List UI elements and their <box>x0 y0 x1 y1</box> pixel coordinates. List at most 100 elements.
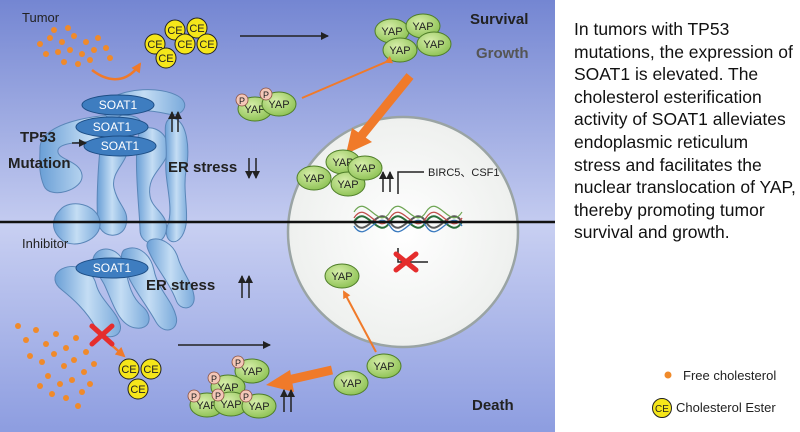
phosphate-group: P <box>239 389 253 403</box>
tumor-label: Tumor <box>22 10 60 25</box>
cholesterol-ester: CE <box>196 33 218 55</box>
svg-text:P: P <box>215 391 221 401</box>
yap-protein: YAP <box>296 165 332 191</box>
phosphate-group: P <box>207 371 221 385</box>
svg-text:YAP: YAP <box>268 99 289 111</box>
decrease-arrows-er-stress <box>245 158 260 179</box>
svg-text:CE: CE <box>177 39 192 51</box>
soat1-label: SOAT1 <box>93 261 132 275</box>
svg-text:P: P <box>263 90 269 100</box>
svg-text:YAP: YAP <box>337 179 358 191</box>
svg-text:P: P <box>243 392 249 402</box>
tp53-label: TP53 <box>20 129 56 146</box>
soat1-protein: SOAT1 <box>81 94 155 116</box>
svg-text:P: P <box>235 358 241 368</box>
phosphate-group: P <box>187 389 201 403</box>
cholesterol-ester: CE <box>144 33 166 55</box>
svg-text:YAP: YAP <box>412 21 433 33</box>
gene-targets-label: BIRC5、CSF1 <box>428 167 500 179</box>
svg-text:CE: CE <box>189 23 204 35</box>
cholesterol-ester-cluster-bottom: CE CE CE <box>118 358 162 400</box>
svg-text:YAP: YAP <box>381 26 402 38</box>
svg-text:YAP: YAP <box>373 361 394 373</box>
svg-text:YAP: YAP <box>241 366 262 378</box>
svg-text:YAP: YAP <box>340 378 361 390</box>
cholesterol-ester: CE <box>155 47 177 69</box>
yap-protein: YAP <box>416 31 452 57</box>
svg-text:YAP: YAP <box>389 45 410 57</box>
svg-text:CE: CE <box>655 404 669 415</box>
cholesterol-ester-legend-label: Cholesterol Ester <box>676 400 776 415</box>
svg-text:CE: CE <box>167 25 182 37</box>
yap-protein: YAP <box>366 353 402 379</box>
inhibition-cross-nucleus <box>393 251 419 273</box>
phospho-yap-top: YAP YAP P P <box>235 87 297 122</box>
er-stress-label-bottom: ER stress <box>146 277 215 294</box>
svg-text:CE: CE <box>199 39 214 51</box>
svg-text:P: P <box>191 392 197 402</box>
cholesterol-ester: CE <box>118 358 140 380</box>
cholesterol-ester-legend-marker: CE <box>652 398 672 418</box>
phosphate-group: P <box>211 388 225 402</box>
phosphate-group: P <box>231 355 245 369</box>
yap-protein: YAP <box>347 155 383 181</box>
soat1-protein-inhibited: SOAT1 <box>75 257 149 279</box>
svg-text:P: P <box>239 96 245 106</box>
soat1-label: SOAT1 <box>99 98 138 112</box>
mutation-label: Mutation <box>8 155 70 172</box>
free-cholesterol-legend-marker <box>664 371 672 379</box>
inhibition-cross-esterification <box>89 323 115 347</box>
cholesterol-ester: CE <box>127 378 149 400</box>
dephosphorylation-arrow <box>301 55 394 99</box>
svg-text:CE: CE <box>130 384 145 396</box>
free-cholesterol-cluster-bottom <box>15 323 97 409</box>
survival-label: Survival <box>470 11 528 28</box>
increase-arrows-er-stress <box>238 275 253 298</box>
svg-text:CE: CE <box>158 53 173 65</box>
svg-text:CE: CE <box>147 39 162 51</box>
svg-text:YAP: YAP <box>303 173 324 185</box>
soat1-label: SOAT1 <box>101 139 140 153</box>
growth-label: Growth <box>476 45 529 62</box>
increase-arrows-soat1 <box>168 111 182 132</box>
free-cholesterol-cluster-top <box>37 25 113 67</box>
death-label: Death <box>472 397 514 414</box>
increase-arrows-nucleus <box>379 171 394 192</box>
er-stress-label-top: ER stress <box>168 159 237 176</box>
cholesterol-ester-cluster-top: CE CE CE CE CE CE <box>144 17 218 69</box>
description-text: In tumors with TP53 mutations, the expre… <box>574 19 796 243</box>
yap-protein: YAP <box>333 370 369 396</box>
diagram-canvas: SOAT1 SOAT1 SOAT1 SOAT1 <box>0 0 555 432</box>
cholesterol-ester: CE <box>140 358 162 380</box>
svg-text:CE: CE <box>121 364 136 376</box>
inhibitor-label: Inhibitor <box>22 236 69 251</box>
svg-text:YAP: YAP <box>248 401 269 413</box>
increase-arrows-phospho-yap <box>280 389 295 412</box>
svg-text:YAP: YAP <box>244 104 265 116</box>
nuclear-export-arrow <box>343 290 377 353</box>
yap-cluster-nucleus: YAP YAP YAP YAP <box>296 149 383 197</box>
soat1-group-top: SOAT1 SOAT1 SOAT1 <box>75 94 157 157</box>
svg-text:YAP: YAP <box>196 400 217 412</box>
yap-protein: YAP <box>382 37 418 63</box>
yap-cluster-cytoplasm-bottom: YAP YAP <box>333 353 402 396</box>
free-cholesterol-legend-label: Free cholesterol <box>683 368 777 383</box>
svg-text:CE: CE <box>143 364 158 376</box>
nucleus <box>286 115 520 349</box>
nuclear-translocation-arrow <box>346 73 414 154</box>
svg-text:YAP: YAP <box>220 399 241 411</box>
soat1-protein: SOAT1 <box>83 135 157 157</box>
cholesterol-ester: CE <box>186 17 208 39</box>
yap-protein: YAP <box>324 263 360 289</box>
soat1-protein: SOAT1 <box>75 116 149 138</box>
cholesterol-ester: CE <box>174 33 196 55</box>
svg-text:P: P <box>211 374 217 384</box>
phosphate-group: P <box>259 87 273 101</box>
soat1-label: SOAT1 <box>93 120 132 134</box>
esterification-arrow <box>91 62 142 81</box>
svg-text:YAP: YAP <box>354 163 375 175</box>
svg-text:YAP: YAP <box>331 271 352 283</box>
gene-activation-connector <box>397 171 424 194</box>
phosphate-group: P <box>235 93 249 107</box>
phosphorylation-arrow <box>266 365 333 392</box>
